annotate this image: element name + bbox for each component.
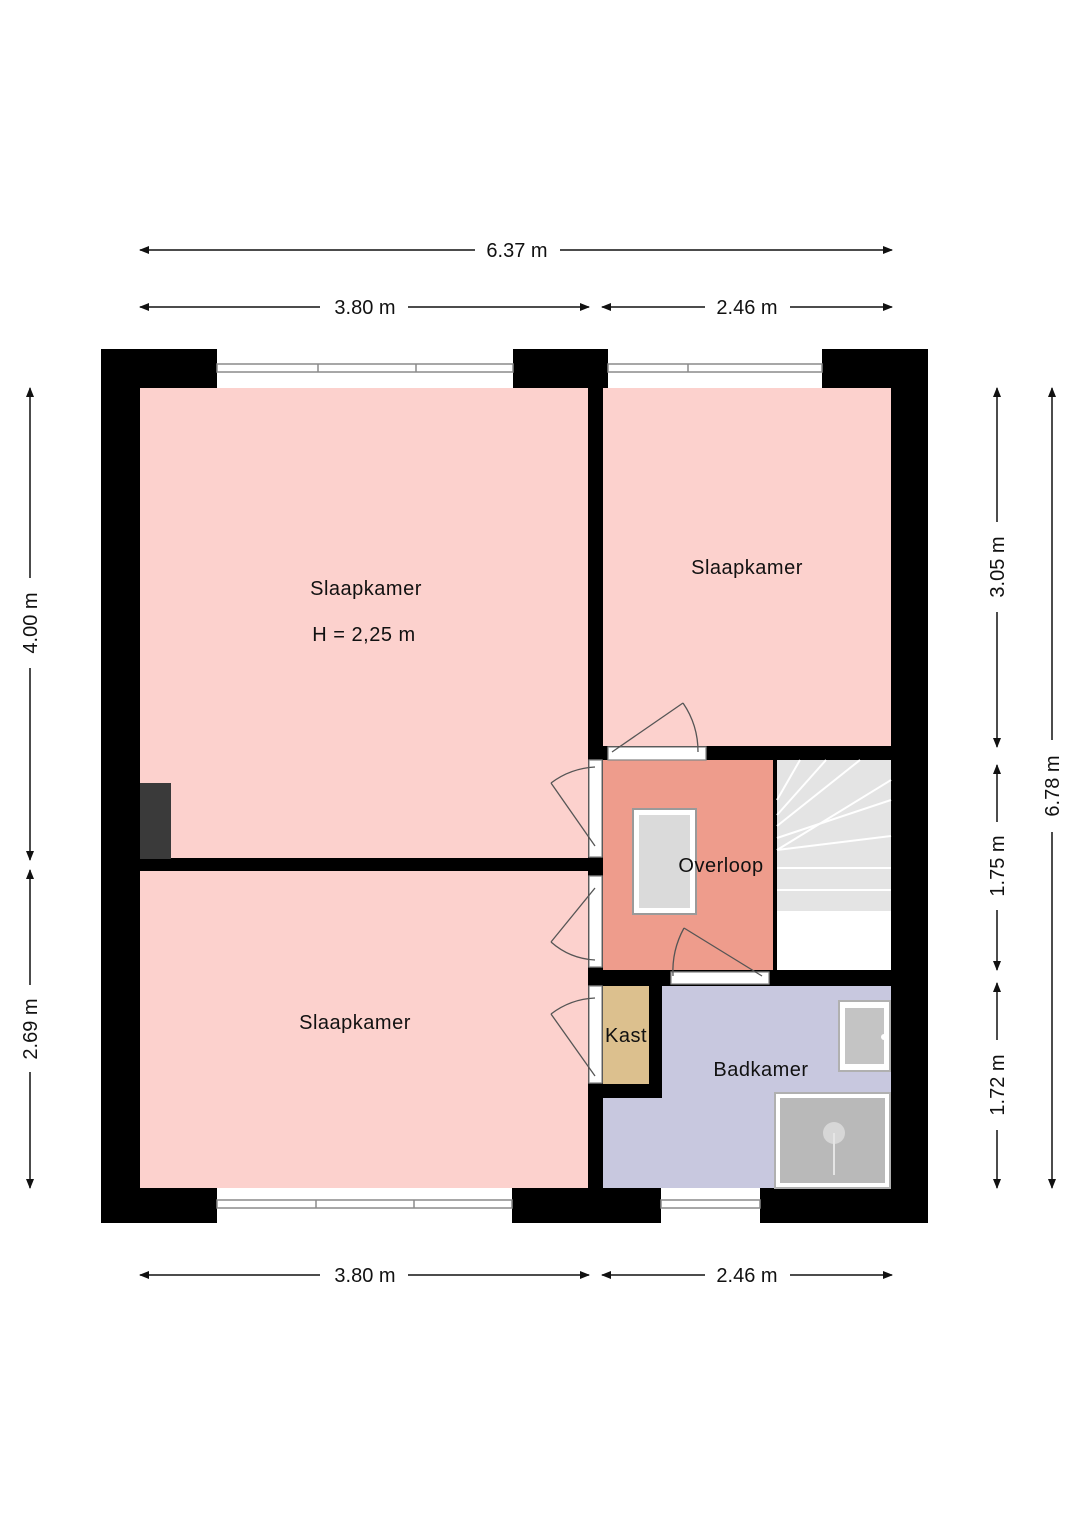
- window-bottom-right: [660, 1188, 761, 1223]
- stairs: [776, 759, 892, 913]
- dimension-label: 1.72 m: [987, 1054, 1009, 1115]
- room-bedroom-3: [603, 388, 891, 746]
- room-label-landing: Overloop: [678, 855, 763, 877]
- dimension-top-right: 2.46 m: [601, 297, 893, 319]
- dimension-label: 2.69 m: [20, 998, 42, 1059]
- dimension-label: 1.75 m: [987, 835, 1009, 896]
- dimension-label: 2.46 m: [716, 1265, 777, 1287]
- window-top-right: [607, 349, 823, 388]
- door-bedroom-2: [550, 875, 603, 968]
- dimension-top-total: 6.37 m: [139, 240, 893, 262]
- door-bathroom: [670, 927, 770, 985]
- room-label-bathroom: Badkamer: [713, 1059, 808, 1081]
- room-label-bedroom-3: Slaapkamer: [691, 557, 803, 579]
- room-closet: [603, 986, 649, 1084]
- dimension-right-c: 1.72 m: [987, 982, 1009, 1189]
- dimension-label: 3.80 m: [334, 1265, 395, 1287]
- dimension-label: 6.37 m: [486, 240, 547, 262]
- room-label-bedroom-1: Slaapkamer: [310, 578, 422, 600]
- dimension-label: 2.46 m: [716, 297, 777, 319]
- dimension-label: 3.05 m: [987, 536, 1009, 597]
- room-label-bedroom-2: Slaapkamer: [299, 1012, 411, 1034]
- door-bedroom-3: [607, 702, 707, 761]
- door-bedroom-1: [550, 759, 603, 858]
- skylight: [632, 808, 697, 915]
- dimension-top-left: 3.80 m: [139, 297, 590, 319]
- chimney: [140, 783, 171, 859]
- wall-segment: [773, 760, 777, 972]
- dimension-label: 6.78 m: [1042, 755, 1064, 816]
- door-closet: [550, 985, 603, 1084]
- window-top-left: [216, 349, 514, 388]
- dimension-bottom-right: 2.46 m: [601, 1265, 893, 1287]
- wall-segment: [588, 1084, 662, 1098]
- room-height-note: H = 2,25 m: [312, 624, 415, 646]
- room-label-closet: Kast: [605, 1025, 647, 1047]
- dimension-left-upper: 4.00 m: [20, 387, 42, 861]
- dimension-right-a: 3.05 m: [987, 387, 1009, 748]
- wall-segment: [649, 986, 662, 1098]
- room-bedroom-2: [140, 871, 588, 1188]
- dimension-label: 4.00 m: [20, 592, 42, 653]
- washbasin: [838, 1000, 891, 1072]
- room-bedroom-1: [140, 388, 588, 858]
- window-bottom-left: [216, 1188, 513, 1223]
- dimension-right-b: 1.75 m: [987, 764, 1009, 971]
- shower: [774, 1092, 891, 1189]
- dimension-label: 3.80 m: [334, 297, 395, 319]
- dimension-left-lower: 2.69 m: [20, 869, 42, 1189]
- dimension-bottom-left: 3.80 m: [139, 1265, 590, 1287]
- dimension-right-total: 6.78 m: [1042, 387, 1064, 1189]
